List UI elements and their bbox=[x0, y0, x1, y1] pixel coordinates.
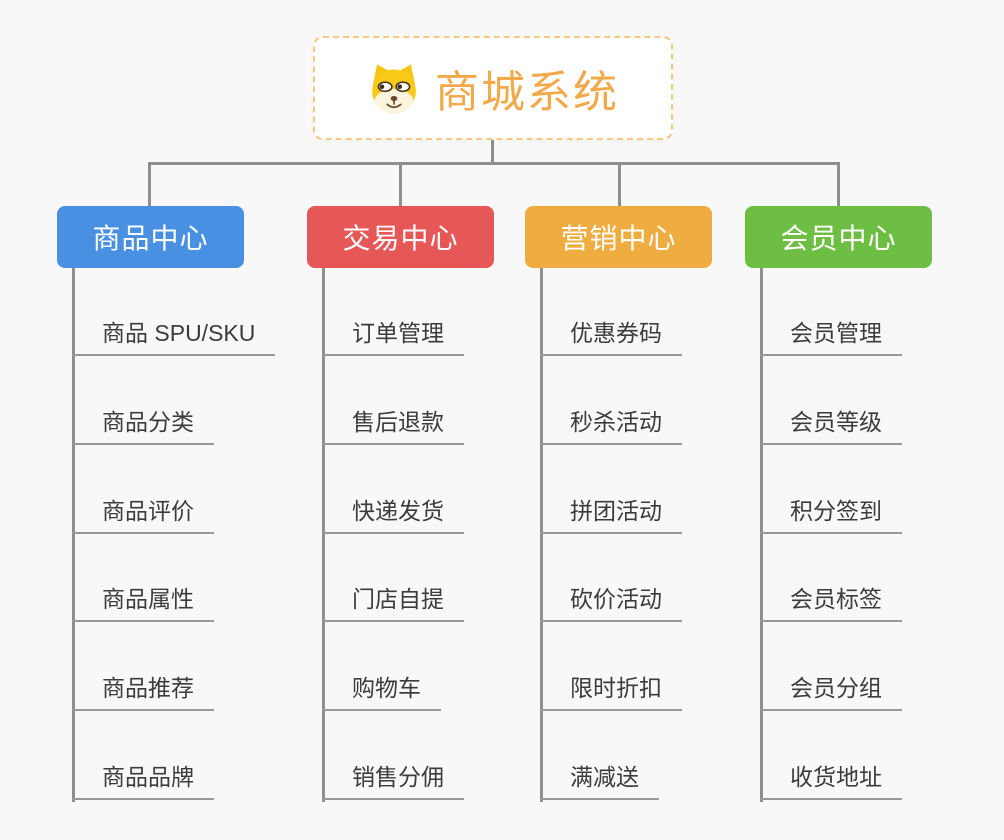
branch-label: 会员中心 bbox=[780, 223, 897, 254]
leaf-topic[interactable]: 会员分组 bbox=[760, 677, 902, 711]
leaf-topic[interactable]: 订单管理 bbox=[322, 322, 464, 356]
leaf-topic[interactable]: 积分签到 bbox=[760, 500, 902, 534]
leaf-topic[interactable]: 满减送 bbox=[540, 766, 659, 800]
branch-trunk-line bbox=[760, 268, 763, 802]
leaf-topic[interactable]: 拼团活动 bbox=[540, 500, 682, 534]
dog-face-icon bbox=[372, 64, 416, 114]
root-topic[interactable]: 商城系统 bbox=[313, 36, 673, 140]
leaf-topic[interactable]: 快递发货 bbox=[322, 500, 464, 534]
connector-root-stem bbox=[491, 140, 494, 164]
leaf-topic[interactable]: 会员标签 bbox=[760, 588, 902, 622]
leaf-topic[interactable]: 门店自提 bbox=[322, 588, 464, 622]
leaf-topic[interactable]: 秒杀活动 bbox=[540, 411, 682, 445]
leaf-topic[interactable]: 售后退款 bbox=[322, 411, 464, 445]
branch-header-product-center[interactable]: 商品中心 bbox=[57, 206, 244, 268]
leaf-topic[interactable]: 商品分类 bbox=[72, 411, 214, 445]
branch-header-member-center[interactable]: 会员中心 bbox=[745, 206, 932, 268]
connector-drop-2 bbox=[399, 162, 402, 207]
leaf-topic[interactable]: 商品品牌 bbox=[72, 766, 214, 800]
connector-drop-4 bbox=[837, 162, 840, 207]
leaf-topic[interactable]: 商品属性 bbox=[72, 588, 214, 622]
leaf-topic[interactable]: 商品评价 bbox=[72, 500, 214, 534]
leaf-topic[interactable]: 会员等级 bbox=[760, 411, 902, 445]
branch-trunk-line bbox=[540, 268, 543, 802]
connector-drop-3 bbox=[618, 162, 621, 207]
connector-rail bbox=[148, 162, 840, 165]
leaf-topic[interactable]: 砍价活动 bbox=[540, 588, 682, 622]
branch-trunk-line bbox=[72, 268, 75, 802]
branch-label: 商品中心 bbox=[92, 223, 209, 254]
branch-trade-center: 交易中心 订单管理 售后退款 快递发货 门店自提 购物车 销售分佣 bbox=[307, 206, 537, 802]
branch-label: 营销中心 bbox=[560, 223, 677, 254]
leaf-topic[interactable]: 销售分佣 bbox=[322, 766, 464, 800]
branch-marketing-center: 营销中心 优惠券码 秒杀活动 拼团活动 砍价活动 限时折扣 满减送 bbox=[525, 206, 755, 802]
leaf-topic[interactable]: 商品推荐 bbox=[72, 677, 214, 711]
leaf-topic[interactable]: 限时折扣 bbox=[540, 677, 682, 711]
connector-drop-1 bbox=[148, 162, 151, 207]
leaf-topic[interactable]: 商品 SPU/SKU bbox=[72, 322, 276, 356]
leaf-topic[interactable]: 购物车 bbox=[322, 677, 441, 711]
branch-member-center: 会员中心 会员管理 会员等级 积分签到 会员标签 会员分组 收货地址 bbox=[745, 206, 975, 802]
leaf-topic[interactable]: 收货地址 bbox=[760, 766, 902, 800]
branch-header-marketing-center[interactable]: 营销中心 bbox=[525, 206, 712, 268]
leaf-topic[interactable]: 会员管理 bbox=[760, 322, 902, 356]
branch-header-trade-center[interactable]: 交易中心 bbox=[307, 206, 494, 268]
leaf-topic[interactable]: 优惠券码 bbox=[540, 322, 682, 356]
root-topic-label: 商城系统 bbox=[435, 68, 619, 117]
branch-label: 交易中心 bbox=[342, 223, 459, 254]
branch-product-center: 商品中心 商品 SPU/SKU 商品分类 商品评价 商品属性 商品推荐 商品品牌 bbox=[57, 206, 287, 802]
branch-trunk-line bbox=[322, 268, 325, 802]
